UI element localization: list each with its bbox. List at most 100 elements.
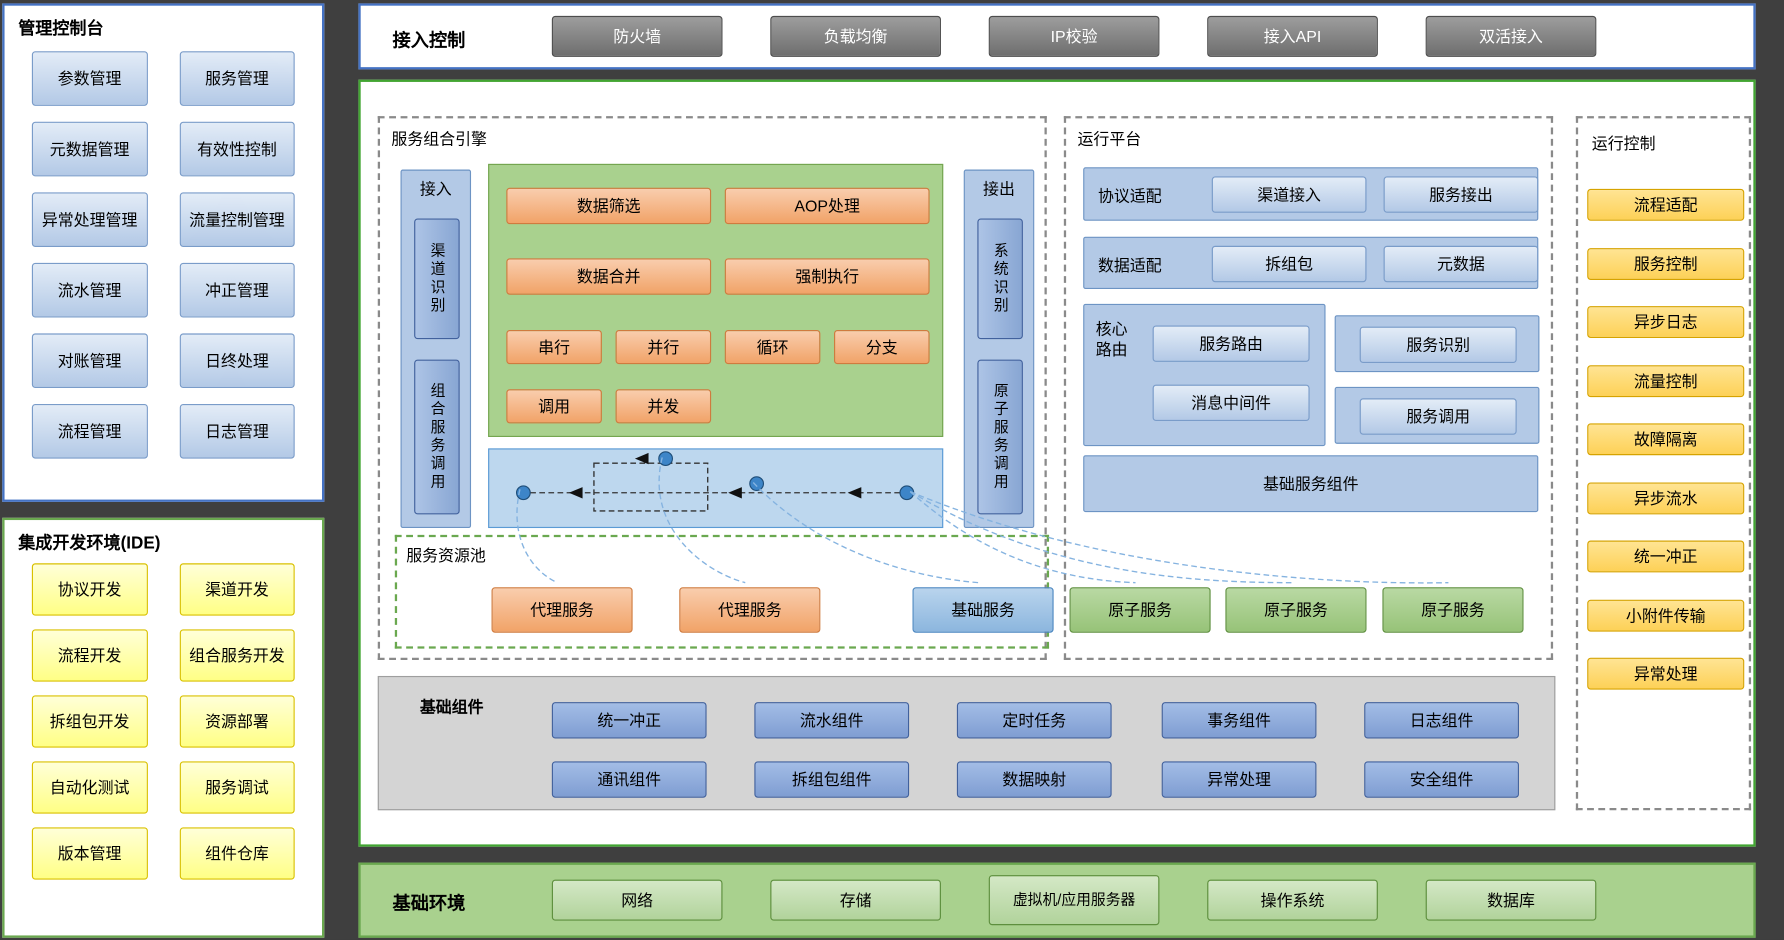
operation-button[interactable]: 分支: [834, 330, 930, 365]
runtime-control-button[interactable]: 流程适配: [1587, 188, 1745, 221]
operation-button[interactable]: 调用: [506, 389, 602, 424]
management-button[interactable]: 冲正管理: [179, 262, 295, 318]
metadata-button[interactable]: 元数据: [1383, 245, 1539, 283]
environment-button[interactable]: 存储: [770, 879, 941, 921]
access-control-button[interactable]: 防火墙: [551, 15, 723, 57]
outbound-atomic-call-button[interactable]: 原子服务调用: [977, 359, 1023, 515]
management-button[interactable]: 流量控制管理: [179, 192, 295, 247]
component-button[interactable]: 事务组件: [1161, 702, 1317, 739]
outbound-label: 接出: [983, 179, 1015, 199]
ide-button[interactable]: 版本管理: [31, 827, 148, 880]
core-routing-box: 核心路由 服务路由 消息中间件: [1083, 303, 1326, 447]
operation-button[interactable]: 并行: [615, 330, 712, 365]
channel-access-button[interactable]: 渠道接入: [1211, 176, 1367, 213]
component-button[interactable]: 流水组件: [754, 702, 910, 739]
message-middleware-button[interactable]: 消息中间件: [1152, 384, 1310, 422]
access-control-button[interactable]: 接入API: [1207, 15, 1378, 57]
management-button[interactable]: 对账管理: [31, 333, 148, 389]
base-service-components-label: 基础服务组件: [1262, 474, 1359, 493]
service-out-button[interactable]: 服务接出: [1383, 176, 1539, 213]
component-button[interactable]: 定时任务: [956, 702, 1112, 739]
operation-button[interactable]: 并发: [615, 389, 712, 424]
ide-button[interactable]: 资源部署: [179, 695, 295, 748]
protocol-adapter-row: 协议适配 渠道接入 服务接出: [1083, 167, 1539, 221]
ide-button[interactable]: 自动化测试: [31, 761, 148, 814]
service-identify-box: 服务识别: [1334, 315, 1540, 373]
runtime-control-button[interactable]: 故障隔离: [1587, 423, 1745, 456]
service-pool-box: 服务资源池 代理服务 代理服务 基础服务: [394, 534, 1054, 649]
inbound-composite-call-button[interactable]: 组合服务调用: [414, 359, 460, 515]
management-button[interactable]: 流程管理: [31, 403, 148, 459]
runtime-platform-box: 运行平台 协议适配 渠道接入 服务接出 数据适配 拆组包 元数据 核心路由 服务…: [1063, 116, 1554, 661]
operation-button[interactable]: 串行: [506, 330, 602, 365]
runtime-control-button[interactable]: 流量控制: [1587, 365, 1745, 398]
atomic-service-button[interactable]: 原子服务: [1069, 587, 1211, 633]
management-console-grid: 参数管理 服务管理 元数据管理 有效性控制 异常处理管理 流量控制管理 流水管理…: [5, 44, 322, 459]
runtime-control-box: 运行控制 流程适配 服务控制 异步日志 流量控制 故障隔离 异步流水 统一冲正 …: [1575, 116, 1752, 811]
component-button[interactable]: 数据映射: [956, 761, 1112, 798]
access-control-button[interactable]: 双活接入: [1425, 15, 1597, 57]
ide-button[interactable]: 渠道开发: [179, 563, 295, 616]
atomic-service-button[interactable]: 原子服务: [1225, 587, 1367, 633]
access-control-button[interactable]: IP校验: [988, 15, 1160, 57]
access-control-bar: 接入控制 防火墙 负载均衡 IP校验 接入API 双活接入: [358, 3, 1756, 70]
service-identify-button[interactable]: 服务识别: [1359, 326, 1517, 364]
ide-title: 集成开发环境(IDE): [18, 533, 161, 554]
operations-box: 数据筛选 AOP处理 数据合并 强制执行 串行 并行 循环 分支 调用 并发: [488, 163, 944, 437]
runtime-control-button[interactable]: 小附件传输: [1587, 599, 1745, 632]
environment-button[interactable]: 操作系统: [1207, 879, 1378, 921]
component-button[interactable]: 异常处理: [1161, 761, 1317, 798]
component-button[interactable]: 统一冲正: [551, 702, 707, 739]
data-adapter-row: 数据适配 拆组包 元数据: [1083, 236, 1539, 290]
management-button[interactable]: 异常处理管理: [31, 192, 148, 247]
proxy-service-button[interactable]: 代理服务: [491, 587, 633, 633]
atomic-service-button[interactable]: 原子服务: [1382, 587, 1524, 633]
runtime-control-button[interactable]: 异步日志: [1587, 306, 1745, 338]
component-button[interactable]: 通讯组件: [551, 761, 707, 798]
component-button[interactable]: 日志组件: [1364, 702, 1519, 739]
service-call-button[interactable]: 服务调用: [1359, 398, 1517, 435]
operation-button[interactable]: 强制执行: [724, 258, 930, 295]
runtime-control-button[interactable]: 统一冲正: [1587, 540, 1745, 573]
management-button[interactable]: 日志管理: [179, 403, 295, 459]
environment-button[interactable]: 数据库: [1425, 879, 1597, 921]
platform-main-box: 服务组合引擎 接入 渠道识别 组合服务调用 数据筛选 AOP处理 数据合并 强制…: [358, 79, 1756, 847]
ide-button[interactable]: 组合服务开发: [179, 629, 295, 682]
flow-diagram: [515, 451, 915, 512]
runtime-control-button[interactable]: 服务控制: [1587, 248, 1745, 280]
environment-button[interactable]: 虚拟机/应用服务器: [988, 875, 1160, 926]
access-control-button[interactable]: 负载均衡: [770, 15, 941, 57]
ide-button[interactable]: 协议开发: [31, 563, 148, 616]
pack-unpack-button[interactable]: 拆组包: [1211, 245, 1367, 283]
ide-grid: 协议开发 渠道开发 流程开发 组合服务开发 拆组包开发 资源部署 自动化测试 服…: [5, 559, 322, 880]
runtime-control-button[interactable]: 异步流水: [1587, 482, 1745, 515]
management-button[interactable]: 参数管理: [31, 51, 148, 106]
access-control-title: 接入控制: [392, 31, 466, 52]
management-button[interactable]: 日终处理: [179, 333, 295, 389]
inbound-label: 接入: [419, 179, 452, 199]
operation-button[interactable]: 循环: [724, 330, 821, 365]
component-button[interactable]: 安全组件: [1364, 761, 1519, 798]
composition-engine-box: 服务组合引擎 接入 渠道识别 组合服务调用 数据筛选 AOP处理 数据合并 强制…: [377, 116, 1047, 661]
management-button[interactable]: 流水管理: [31, 262, 148, 318]
operation-button[interactable]: AOP处理: [724, 187, 930, 225]
ide-button[interactable]: 流程开发: [31, 629, 148, 682]
environment-button[interactable]: 网络: [551, 879, 723, 921]
proxy-service-button[interactable]: 代理服务: [679, 587, 821, 633]
ide-button[interactable]: 组件仓库: [179, 827, 295, 880]
management-button[interactable]: 元数据管理: [31, 121, 148, 177]
management-button[interactable]: 有效性控制: [179, 121, 295, 177]
runtime-control-button[interactable]: 异常处理: [1587, 657, 1745, 690]
ide-button[interactable]: 拆组包开发: [31, 695, 148, 748]
service-call-box: 服务调用: [1334, 386, 1540, 444]
data-adapter-label: 数据适配: [1097, 256, 1162, 275]
outbound-system-identify-button[interactable]: 系统识别: [977, 218, 1023, 340]
ide-button[interactable]: 服务调试: [179, 761, 295, 814]
service-route-button[interactable]: 服务路由: [1152, 325, 1310, 362]
operation-button[interactable]: 数据合并: [506, 258, 712, 295]
operation-button[interactable]: 数据筛选: [506, 187, 712, 225]
management-button[interactable]: 服务管理: [179, 51, 295, 106]
base-service-button[interactable]: 基础服务: [912, 587, 1054, 633]
component-button[interactable]: 拆组包组件: [754, 761, 910, 798]
inbound-channel-identify-button[interactable]: 渠道识别: [414, 218, 460, 340]
